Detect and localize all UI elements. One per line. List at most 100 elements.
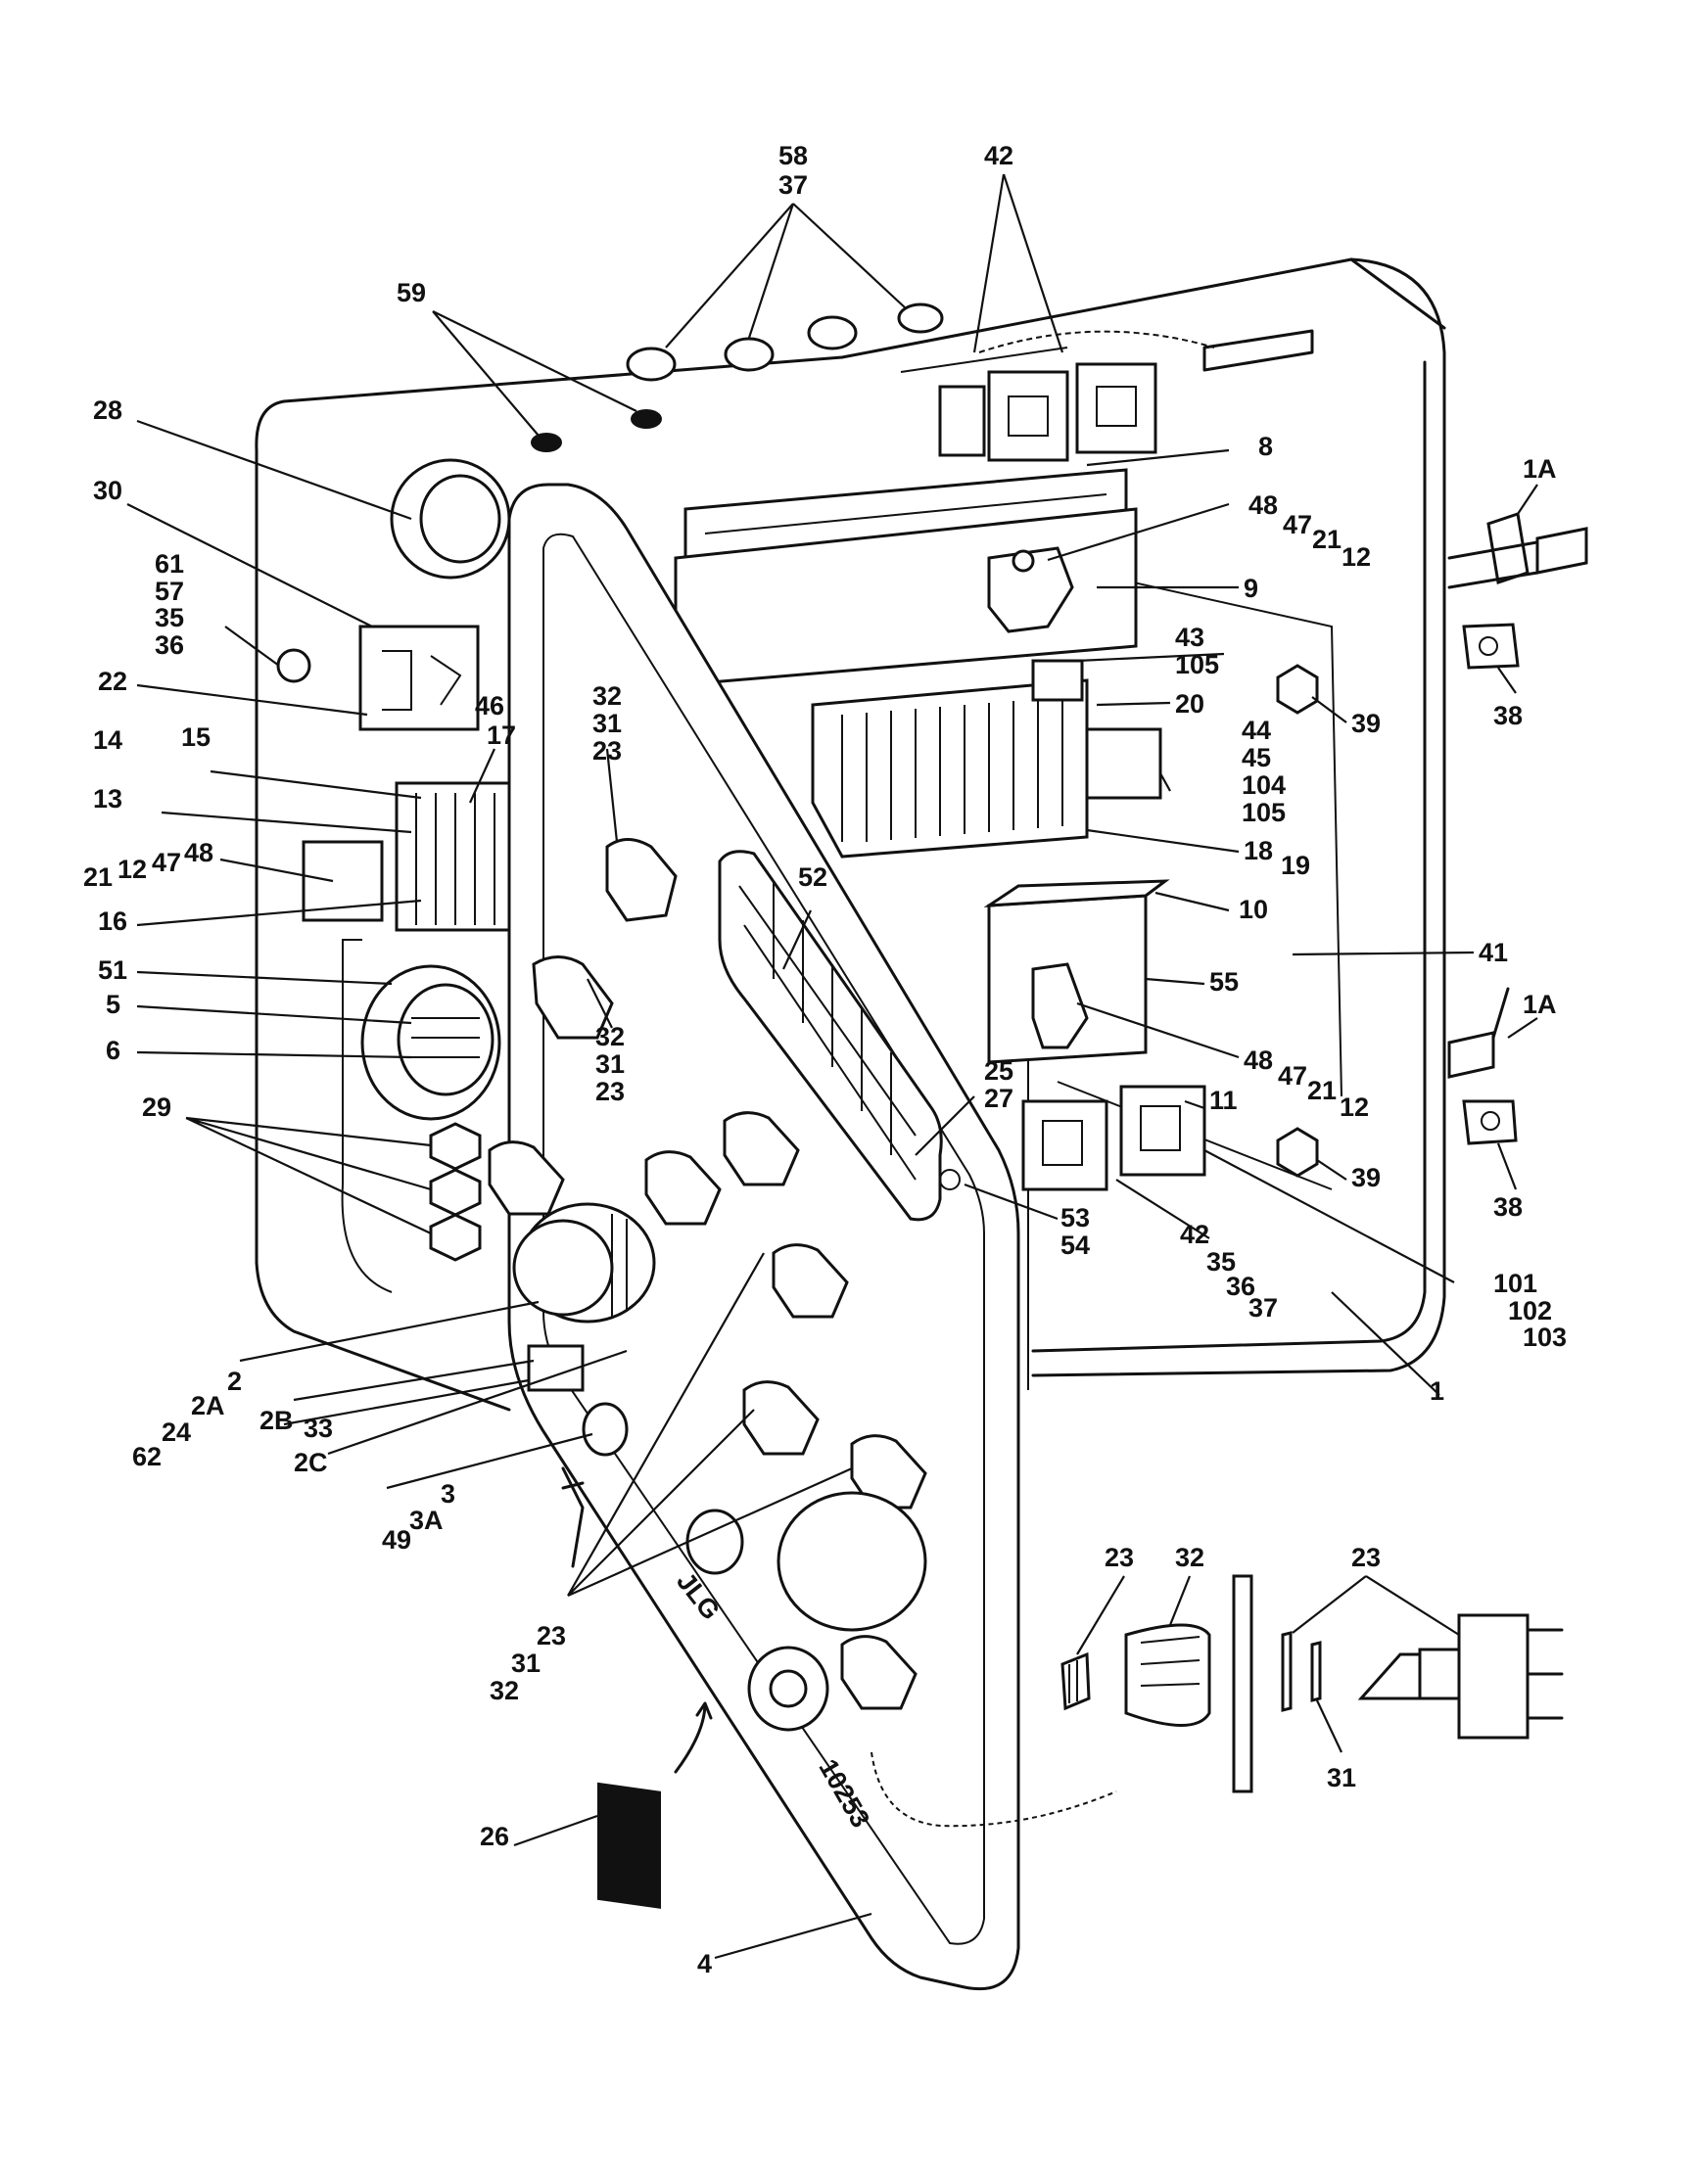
callout-1A-lower: 1A xyxy=(1523,990,1557,1019)
callout-36: 36 xyxy=(155,630,184,660)
top-grommets xyxy=(531,302,944,452)
callout-29: 29 xyxy=(142,1092,171,1122)
callout-47-upper: 47 xyxy=(1283,510,1312,539)
callout-38-upper: 38 xyxy=(1493,701,1523,730)
callout-39-lower: 39 xyxy=(1351,1163,1381,1192)
callout-21-upper: 21 xyxy=(1312,525,1342,554)
callout-22: 22 xyxy=(98,667,127,696)
callout-23-lower: 23 xyxy=(537,1621,566,1650)
callout-31-detail: 31 xyxy=(1327,1763,1356,1792)
callout-21-left: 21 xyxy=(83,862,113,892)
callout-6: 6 xyxy=(106,1036,120,1065)
callout-19: 19 xyxy=(1281,851,1310,880)
callout-54: 54 xyxy=(1060,1231,1090,1260)
switch-exploded-detail xyxy=(1060,1574,1564,1793)
callout-31-mid: 31 xyxy=(595,1049,625,1079)
callout-101: 101 xyxy=(1493,1269,1537,1298)
callout-52: 52 xyxy=(798,862,827,892)
callout-14: 14 xyxy=(93,725,122,755)
callout-103: 103 xyxy=(1523,1323,1567,1352)
callout-labels: 58 37 42 59 28 30 61 57 35 36 22 46 17 1… xyxy=(83,141,1567,1978)
callout-24: 24 xyxy=(162,1417,191,1447)
callout-57: 57 xyxy=(155,577,184,606)
callout-48-lower: 48 xyxy=(1244,1046,1273,1075)
callout-28: 28 xyxy=(93,395,122,425)
callout-10: 10 xyxy=(1239,895,1268,924)
callout-48-left: 48 xyxy=(184,838,213,867)
callout-8: 8 xyxy=(1258,432,1273,461)
callout-27: 27 xyxy=(984,1084,1013,1113)
callout-49: 49 xyxy=(382,1525,411,1555)
callout-17: 17 xyxy=(487,720,516,750)
callout-36-lower: 36 xyxy=(1226,1272,1255,1301)
callout-37: 37 xyxy=(778,170,808,200)
callout-2B: 2B xyxy=(259,1406,294,1435)
callout-23-detail-left: 23 xyxy=(1105,1543,1134,1572)
callout-44: 44 xyxy=(1242,716,1271,745)
callout-45: 45 xyxy=(1242,743,1271,772)
callout-2A: 2A xyxy=(191,1391,225,1420)
left-side-components xyxy=(276,458,511,1293)
callout-3: 3 xyxy=(441,1479,455,1509)
callout-41: 41 xyxy=(1479,938,1508,967)
callout-32-mid: 32 xyxy=(595,1022,625,1051)
top-relays xyxy=(938,362,1157,462)
callout-62: 62 xyxy=(132,1442,162,1471)
callout-23-upper: 23 xyxy=(592,736,622,766)
leader-lines xyxy=(126,173,1538,1960)
callout-15: 15 xyxy=(181,722,211,752)
callout-26: 26 xyxy=(480,1822,509,1851)
callout-23-detail-right: 23 xyxy=(1351,1543,1381,1572)
callout-23-mid: 23 xyxy=(595,1077,625,1106)
callout-42-lower: 42 xyxy=(1180,1220,1209,1249)
callout-1: 1 xyxy=(1430,1376,1444,1406)
callout-3A: 3A xyxy=(409,1506,444,1535)
callout-16: 16 xyxy=(98,906,127,936)
callout-38-lower: 38 xyxy=(1493,1192,1523,1222)
callout-5: 5 xyxy=(106,990,120,1019)
callout-102: 102 xyxy=(1508,1296,1552,1325)
callout-47-lower: 47 xyxy=(1278,1061,1307,1091)
callout-48-upper: 48 xyxy=(1248,490,1278,520)
callout-43: 43 xyxy=(1175,623,1204,652)
callout-51: 51 xyxy=(98,955,127,985)
callout-2: 2 xyxy=(227,1367,242,1396)
callout-20: 20 xyxy=(1175,689,1204,719)
callout-37-lower: 37 xyxy=(1248,1293,1278,1323)
callout-31-upper: 31 xyxy=(592,709,622,738)
callout-61: 61 xyxy=(155,549,184,579)
callout-13: 13 xyxy=(93,784,122,813)
callout-32-upper: 32 xyxy=(592,681,622,711)
callout-31-lower: 31 xyxy=(511,1649,541,1678)
callout-32-detail: 32 xyxy=(1175,1543,1204,1572)
callout-47-left: 47 xyxy=(152,848,181,877)
callout-33: 33 xyxy=(304,1414,333,1443)
callout-105-lower: 105 xyxy=(1242,798,1286,827)
callout-11: 11 xyxy=(1209,1086,1238,1115)
callout-2C: 2C xyxy=(294,1448,328,1477)
callout-32-lower: 32 xyxy=(490,1676,519,1705)
callout-105-upper: 105 xyxy=(1175,650,1219,679)
callout-42: 42 xyxy=(984,141,1013,170)
callout-35-lower: 35 xyxy=(1206,1247,1236,1277)
callout-104: 104 xyxy=(1242,770,1286,800)
callout-1A-upper: 1A xyxy=(1523,454,1557,484)
callout-9: 9 xyxy=(1244,574,1258,603)
callout-12-left: 12 xyxy=(118,855,147,884)
callout-35: 35 xyxy=(155,603,184,632)
callout-46: 46 xyxy=(475,691,504,720)
callout-21-lower: 21 xyxy=(1307,1076,1337,1105)
door-panel: JLG 10253 xyxy=(488,483,1020,1991)
decal-26 xyxy=(597,1782,661,1909)
callout-30: 30 xyxy=(93,476,122,505)
callout-53: 53 xyxy=(1060,1203,1090,1232)
callout-55: 55 xyxy=(1209,967,1239,997)
callout-18: 18 xyxy=(1244,836,1273,865)
callout-58: 58 xyxy=(778,141,808,170)
callout-12-upper: 12 xyxy=(1342,542,1371,572)
callout-59: 59 xyxy=(397,278,426,307)
callout-4: 4 xyxy=(697,1949,712,1978)
callout-12-lower: 12 xyxy=(1340,1092,1369,1122)
callout-25: 25 xyxy=(984,1056,1013,1086)
